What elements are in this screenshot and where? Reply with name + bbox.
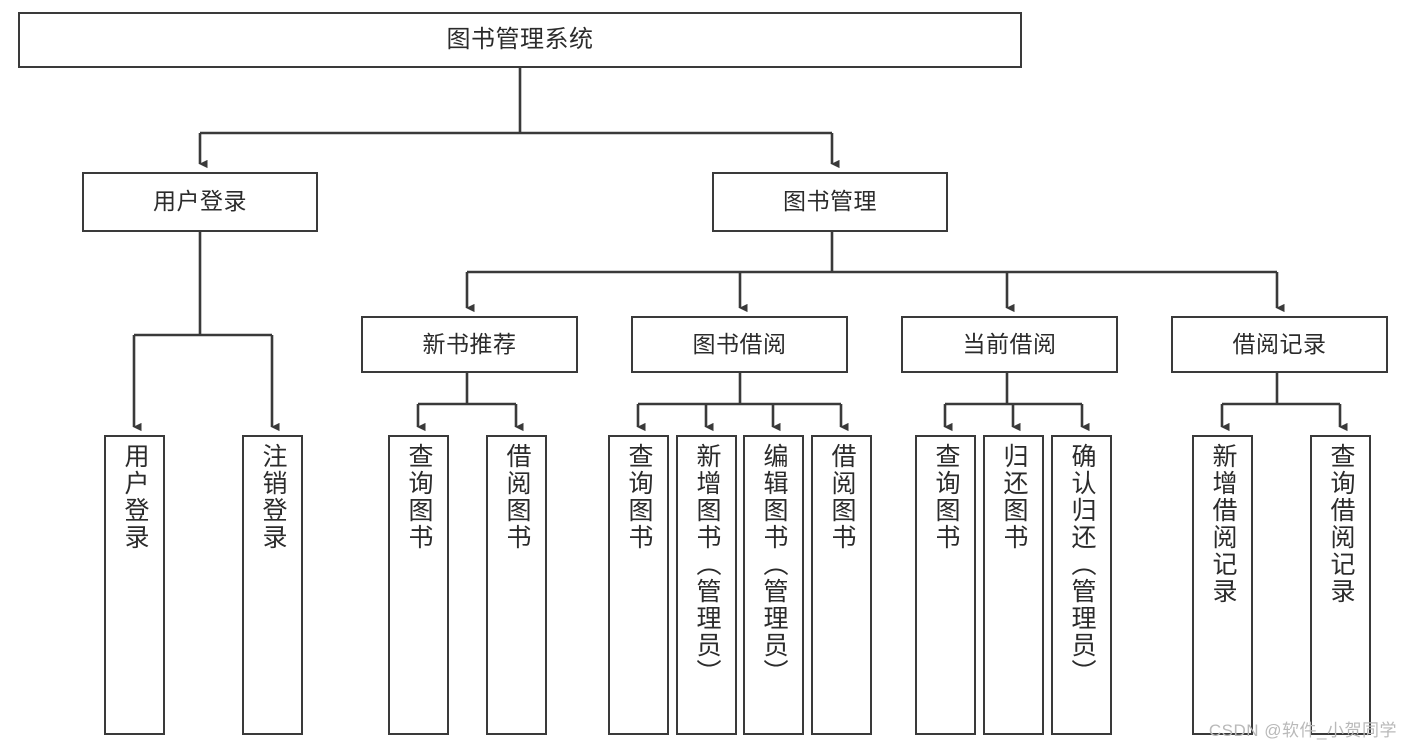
node-root[interactable]: 图书管理系统 <box>18 12 1022 68</box>
node-borrow-record-label: 借阅记录 <box>1232 330 1327 357</box>
node-user-login-label: 用户登录 <box>153 188 247 215</box>
node-book-manage-label: 图书管理 <box>783 188 877 215</box>
node-new-book-rec-label: 新书推荐 <box>422 330 517 357</box>
node-borrow-record[interactable]: 借阅记录 <box>1171 316 1388 373</box>
node-user-login[interactable]: 用户登录 <box>82 172 318 232</box>
node-leaf-logout-label: 注销登录 <box>259 443 287 551</box>
node-leaf-edit-book[interactable]: 编辑图书（管理员） <box>743 435 804 735</box>
node-leaf-confirm-return-label: 确认归还（管理员） <box>1068 443 1096 686</box>
node-root-label: 图书管理系统 <box>446 25 594 53</box>
node-leaf-borrow-book-2-label: 借阅图书 <box>828 443 856 551</box>
node-leaf-query-book-1-label: 查询图书 <box>405 443 433 551</box>
node-leaf-query-book-1[interactable]: 查询图书 <box>388 435 449 735</box>
node-leaf-user-login-label: 用户登录 <box>121 443 149 551</box>
node-leaf-add-record-label: 新增借阅记录 <box>1209 443 1237 605</box>
node-leaf-add-record[interactable]: 新增借阅记录 <box>1192 435 1253 735</box>
node-leaf-add-book[interactable]: 新增图书（管理员） <box>676 435 737 735</box>
node-leaf-query-book-3-label: 查询图书 <box>932 443 960 551</box>
node-leaf-add-book-label: 新增图书（管理员） <box>693 443 721 686</box>
node-leaf-query-book-2-label: 查询图书 <box>625 443 653 551</box>
node-leaf-query-record[interactable]: 查询借阅记录 <box>1310 435 1371 735</box>
node-leaf-return-book[interactable]: 归还图书 <box>983 435 1044 735</box>
node-book-borrow-label: 图书借阅 <box>692 330 787 357</box>
node-leaf-edit-book-label: 编辑图书（管理员） <box>760 443 788 686</box>
watermark: CSDN @软件_小贺同学 <box>1208 721 1397 740</box>
node-leaf-confirm-return[interactable]: 确认归还（管理员） <box>1051 435 1112 735</box>
node-leaf-logout[interactable]: 注销登录 <box>242 435 303 735</box>
node-current-borrow[interactable]: 当前借阅 <box>901 316 1118 373</box>
node-new-book-rec[interactable]: 新书推荐 <box>361 316 578 373</box>
node-leaf-query-record-label: 查询借阅记录 <box>1327 443 1355 605</box>
node-leaf-return-book-label: 归还图书 <box>1000 443 1028 551</box>
node-leaf-query-book-2[interactable]: 查询图书 <box>608 435 669 735</box>
node-leaf-user-login[interactable]: 用户登录 <box>104 435 165 735</box>
node-leaf-query-book-3[interactable]: 查询图书 <box>915 435 976 735</box>
node-book-manage[interactable]: 图书管理 <box>712 172 948 232</box>
node-leaf-borrow-book-1[interactable]: 借阅图书 <box>486 435 547 735</box>
node-leaf-borrow-book-1-label: 借阅图书 <box>503 443 531 551</box>
node-leaf-borrow-book-2[interactable]: 借阅图书 <box>811 435 872 735</box>
node-current-borrow-label: 当前借阅 <box>962 330 1057 357</box>
node-book-borrow[interactable]: 图书借阅 <box>631 316 848 373</box>
